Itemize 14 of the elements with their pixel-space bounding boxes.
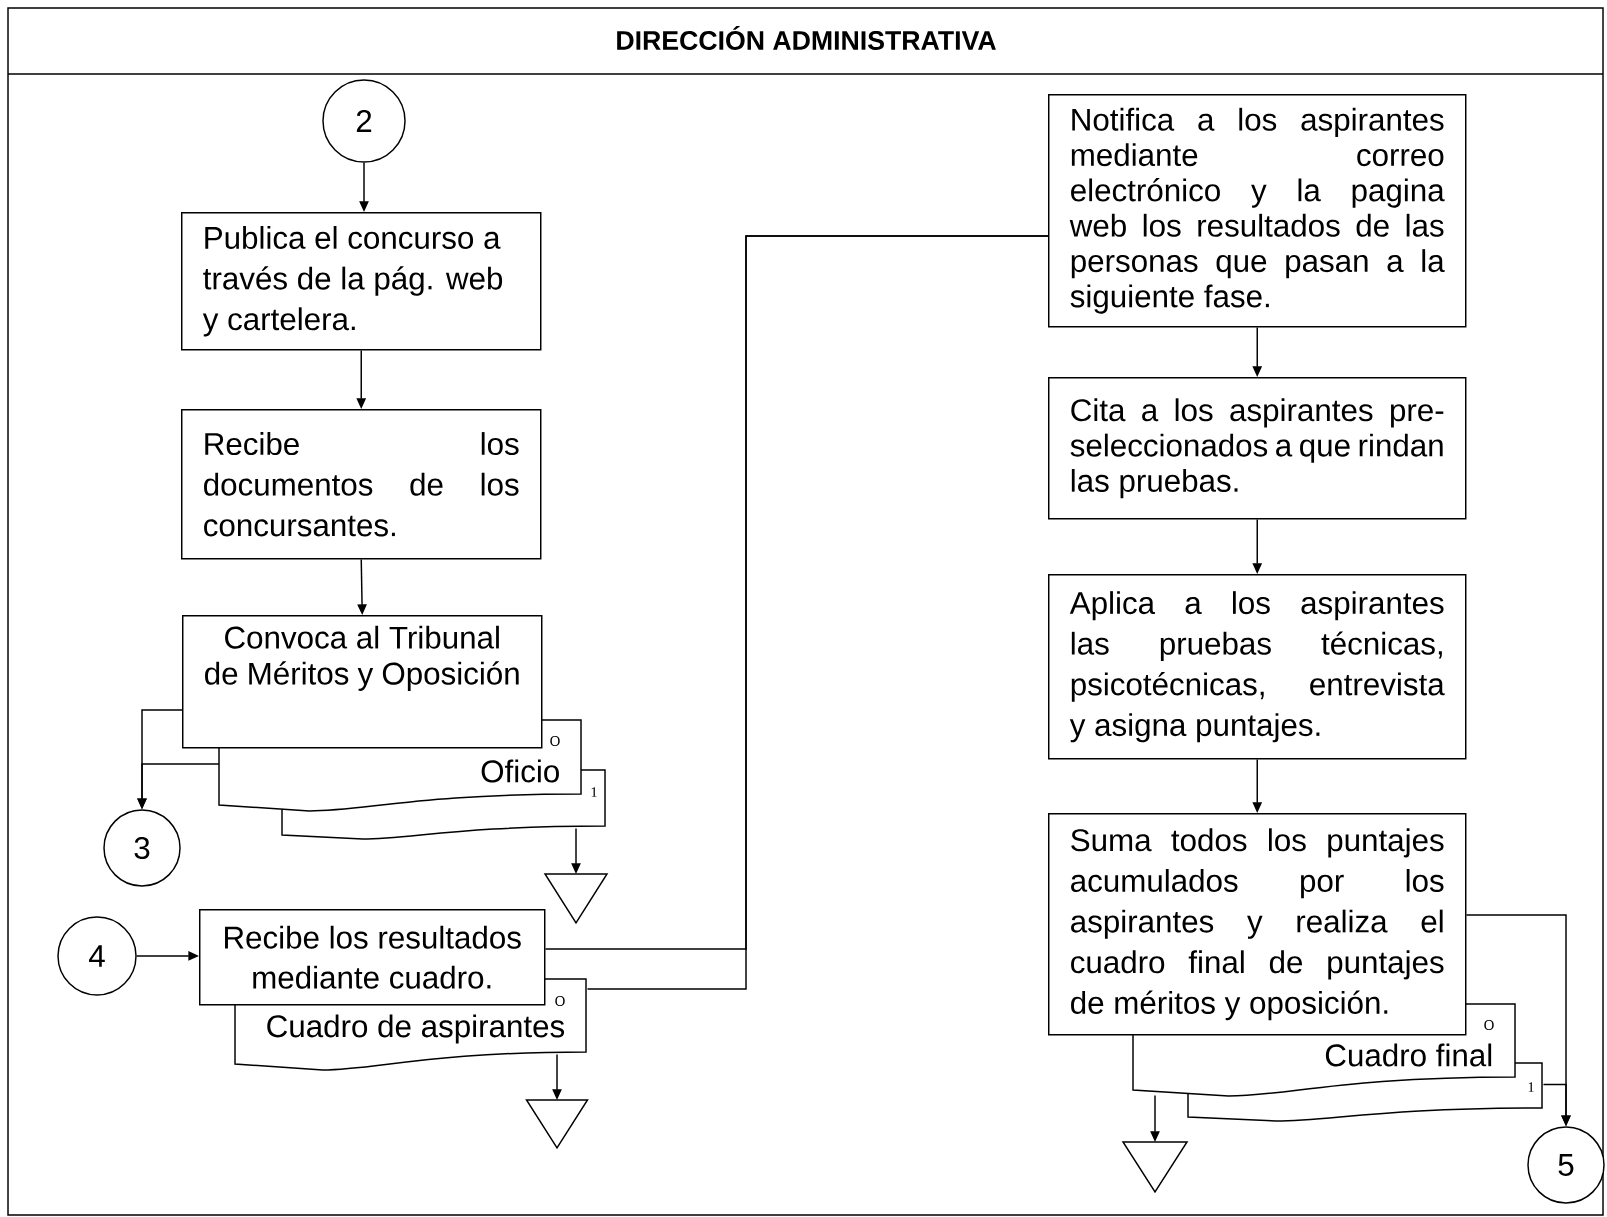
- copy-number: 1: [591, 787, 597, 797]
- copy-number: O: [555, 996, 565, 1006]
- copy-number: O: [1484, 1020, 1494, 1030]
- process-box: Publica el concurso a través de la pág. web y cartelera.: [181, 212, 542, 351]
- process-box: Aplica a los aspirantes las pruebas técnicas, psicotécnicas, entrevista y asigna puntajes.: [1048, 574, 1467, 760]
- node-label: 5: [1558, 1154, 1574, 1176]
- title: DIRECCIÓN ADMINISTRATIVA: [617, 26, 996, 50]
- process-box: Recibe los documentos de los concursantes.: [181, 409, 542, 560]
- process-box: Notifica a los aspirantes mediante correo electrónico y la pagina web los resultados de las personas que pasan a la siguiente fase.: [1048, 94, 1467, 328]
- process-box: Cita a los aspirantes pre-seleccionados a que rindan las pruebas.: [1048, 377, 1467, 520]
- process-box: Recibe los resultados mediante cuadro.: [199, 909, 546, 1006]
- copy-number: 1: [1528, 1082, 1534, 1092]
- copy-number: O: [550, 736, 560, 746]
- process-box: Convoca al Tribunal de Méritos y Oposición: [182, 615, 543, 749]
